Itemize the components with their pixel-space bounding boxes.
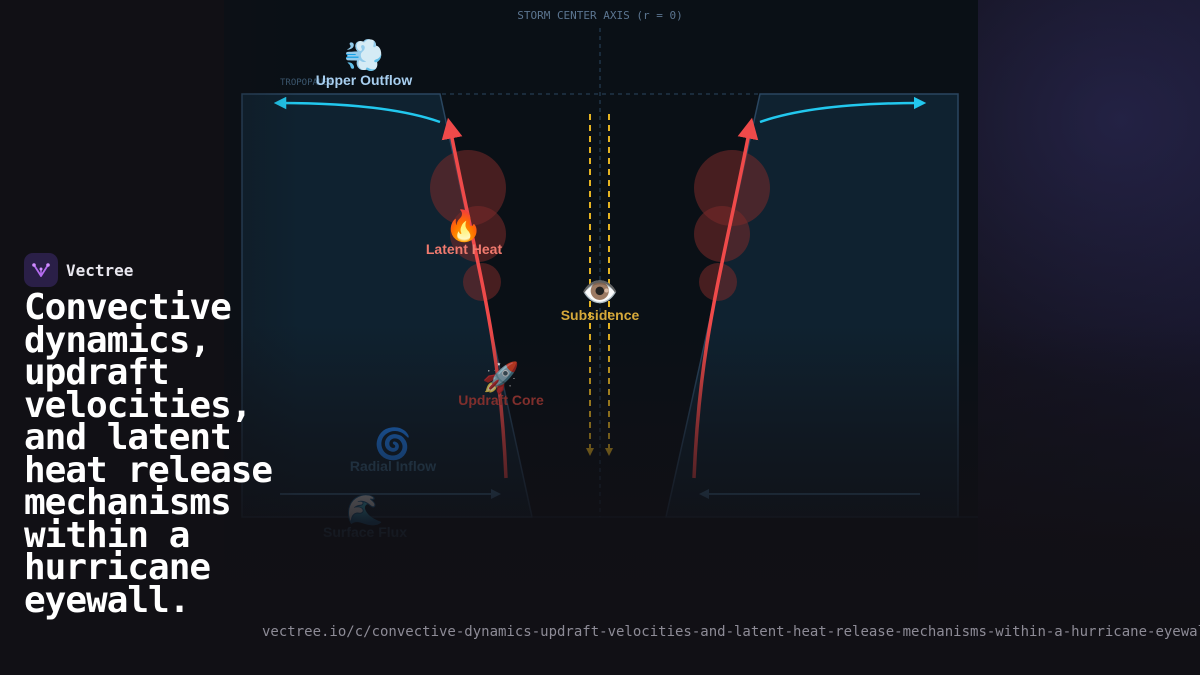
rocket-icon: 🚀 <box>482 360 519 395</box>
brand[interactable]: Vectree <box>24 253 133 287</box>
surface-flux-label: Surface Flux <box>323 524 407 540</box>
radial-inflow-label: Radial Inflow <box>350 458 436 474</box>
brand-name: Vectree <box>66 260 134 280</box>
subsidence-label: Subsidence <box>561 307 640 323</box>
wave-icon: 🌊 <box>346 492 383 527</box>
cyclone-icon: 🌀 <box>374 425 411 461</box>
page-url[interactable]: vectree.io/c/convective-dynamics-updraft… <box>262 624 1200 640</box>
vectree-logo-icon <box>24 253 58 287</box>
center-axis-label: STORM CENTER AXIS (r = 0) <box>517 9 683 22</box>
fire-icon: 🔥 <box>445 208 482 243</box>
wind-icon: 💨 <box>344 37 384 73</box>
page-title: Convective dynamics, updraft velocities,… <box>24 287 273 621</box>
eye-icon: 👁️ <box>581 276 618 309</box>
upper-outflow-label: Upper Outflow <box>316 72 413 88</box>
updraft-core-label: Updraft Core <box>458 392 544 408</box>
latent-heat-label: Latent Heat <box>426 241 503 257</box>
